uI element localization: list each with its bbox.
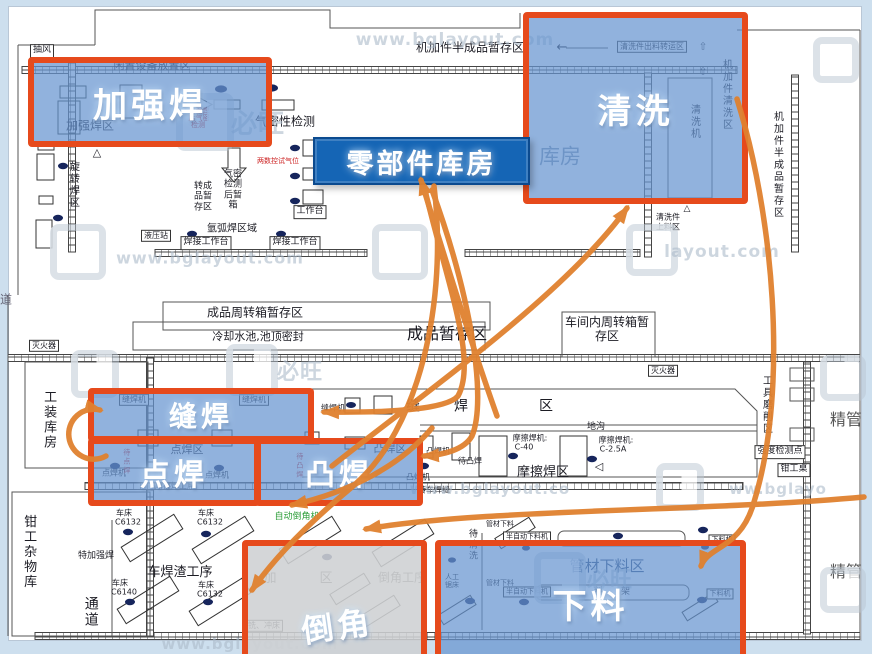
plan-label: 摩擦焊区: [516, 464, 570, 480]
plan-label: 钳工杂物库: [21, 514, 37, 590]
plan-label: 两数控试气位: [257, 156, 299, 165]
plan-label: 工装库房: [41, 390, 57, 450]
plan-label: C-2.5A: [599, 444, 627, 454]
warehouse-callout: 零部件库房: [313, 137, 530, 185]
zone-tuhan: 凸焊: [255, 438, 423, 506]
zone-xialiao-label: 下料: [552, 586, 629, 627]
zone-daojiao-label: 倒角: [299, 602, 377, 651]
plan-label: 气密检测后暂箱: [223, 169, 242, 211]
plan-label: △: [92, 145, 102, 159]
plan-label: 缝焊机: [321, 403, 345, 413]
plan-label: 缝: [406, 398, 420, 415]
zone-dianhan-label: 点焊: [140, 458, 208, 493]
plan-label: 氩弧焊区域: [207, 223, 257, 235]
plan-label: 钳工桌: [777, 463, 811, 477]
plan-label: C6132: [197, 589, 223, 599]
zone-tuhan-label: 凸焊: [305, 458, 373, 493]
plan-label: 特加强焊: [77, 551, 115, 562]
plan-label: 车床: [112, 578, 128, 588]
zone-jiaqianghan-label: 加强焊: [93, 85, 207, 126]
warehouse-callout-label: 零部件库房: [346, 148, 497, 180]
plan-label: 凸焊机: [426, 446, 450, 456]
plan-label: ◁: [594, 459, 604, 473]
plan-label: 车床: [198, 580, 214, 590]
plan-label: 通道: [82, 596, 99, 628]
plan-label: 机加件半成品暂存区: [415, 40, 525, 55]
plan-label: 机加件半成品暂存区: [771, 111, 783, 219]
zone-fenghan: 缝焊: [88, 388, 314, 442]
plan-label: 工具磨削区: [760, 375, 772, 435]
plan-label: 抽风: [29, 44, 55, 58]
plan-label: 上料区: [656, 222, 680, 232]
plan-label: 车床: [198, 508, 214, 518]
zone-dianhan: 点焊: [88, 438, 260, 506]
plan-label: 精管: [829, 562, 863, 582]
plan-label: 液压站: [141, 229, 171, 243]
plan-label: C6140: [111, 587, 137, 597]
plan-label: 区: [539, 398, 553, 415]
plan-label: 自动倒角机: [274, 512, 320, 523]
plan-label: 强度检测点: [754, 445, 806, 459]
plan-label: 管材下料: [486, 520, 514, 529]
zone-fenghan-label: 缝焊: [168, 400, 233, 433]
plan-label: △: [683, 204, 691, 215]
plan-label: 焊: [454, 398, 468, 415]
plan-label: 车间内周转箱暂存区: [564, 315, 649, 343]
zone-daojiao: 倒角: [242, 540, 427, 654]
zone-xialiao: 下料: [435, 540, 746, 654]
plan-label: 车焊渣工序: [147, 564, 213, 580]
zone-qingxi-label: 清洗: [597, 91, 674, 132]
plan-label: 地沟: [586, 422, 606, 433]
plan-label: C6132: [197, 517, 223, 527]
plan-label: 焊接工作台: [180, 236, 232, 250]
plan-label: C6132: [115, 517, 141, 527]
plan-label: 焊接工作台: [269, 236, 321, 250]
zone-qingxi: 清洗: [523, 12, 748, 204]
zone-jiaqianghan: 加强焊: [28, 57, 272, 147]
plan-label: 转成品暂存区: [193, 181, 212, 213]
plan-label: 工作台: [293, 205, 327, 219]
plan-label: 清洗件: [656, 212, 680, 222]
plan-label: 精管: [829, 410, 863, 430]
plan-label: 成品暂存区: [406, 324, 488, 344]
plan-label: 待凸焊: [458, 456, 482, 466]
plan-label: 灭火器: [648, 364, 678, 378]
plan-label: 车床: [116, 508, 132, 518]
plan-label: 灭火器: [29, 339, 59, 353]
plan-label: C-40: [514, 442, 534, 452]
plan-label: 道: [0, 292, 13, 307]
plan-label: 成品周转箱暂存区: [206, 305, 304, 320]
plan-label: 冷却水池,池顶密封: [212, 329, 304, 343]
plan-label: 旋转焊区: [67, 161, 79, 209]
